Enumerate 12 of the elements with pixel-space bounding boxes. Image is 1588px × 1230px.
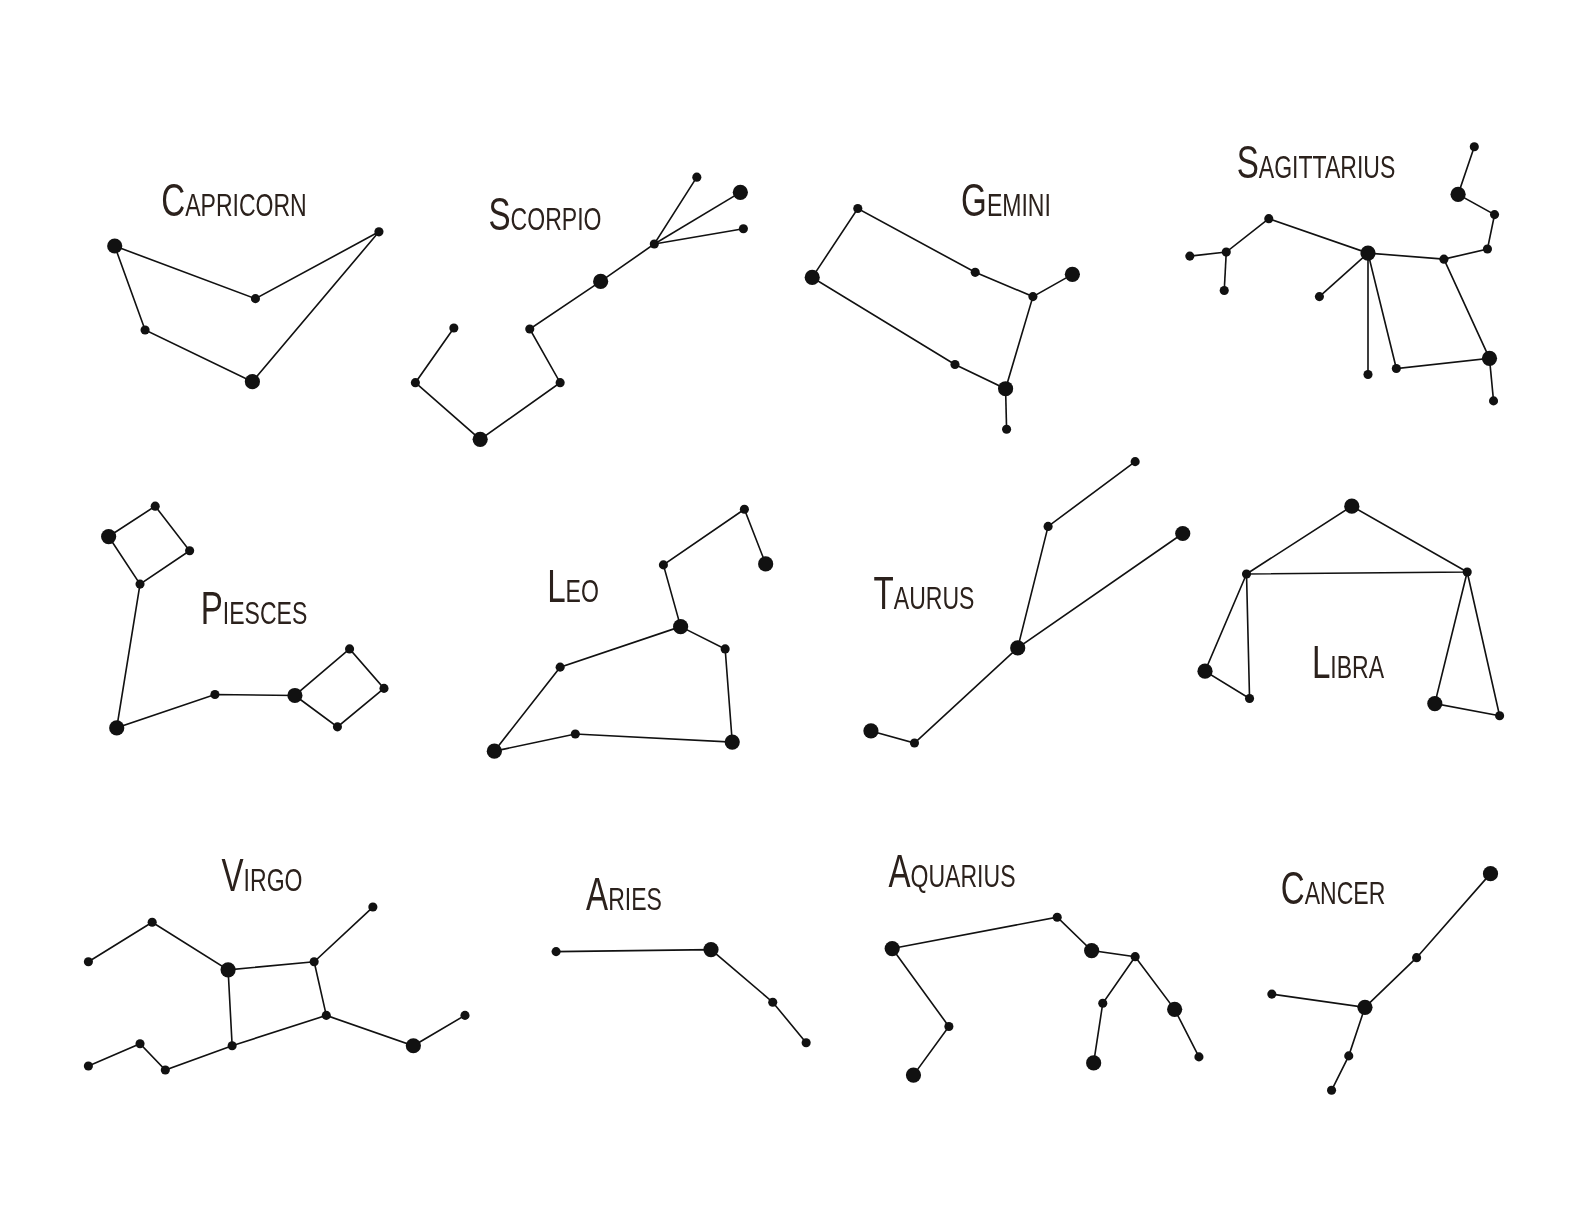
- constellation-name: Taurus: [873, 570, 975, 617]
- constellation-name: Scorpio: [488, 190, 602, 237]
- constellation-name: Aries: [585, 871, 662, 918]
- constellation-name: Sagittarius: [1236, 139, 1395, 186]
- constellation-name: Leo: [547, 563, 600, 610]
- constellation-name: Virgo: [221, 852, 303, 898]
- constellation-name: Piesces: [200, 584, 308, 631]
- constellation-name: Gemini: [960, 176, 1051, 223]
- constellation-name: Libra: [1311, 639, 1385, 686]
- constellation-name: Capricorn: [161, 176, 307, 223]
- constellation-name: Aquarius: [888, 847, 1016, 894]
- constellation-name: Cancer: [1280, 865, 1386, 912]
